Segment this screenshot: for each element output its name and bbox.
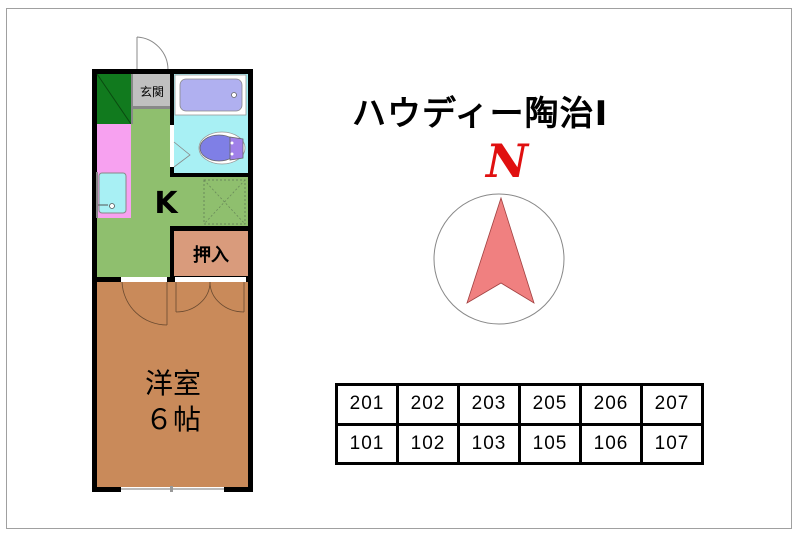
- unit-cell: 103: [460, 425, 518, 462]
- closet-label: 押入: [193, 245, 229, 266]
- unit-cell: 202: [399, 386, 457, 423]
- north-arrow-icon: [433, 193, 565, 325]
- unit-cell: 106: [582, 425, 640, 462]
- unit-cell: 107: [643, 425, 701, 462]
- washer-space: [203, 179, 246, 225]
- unit-cell: 101: [338, 425, 396, 462]
- unit-cell: 203: [460, 386, 518, 423]
- western-room-area: [97, 282, 248, 487]
- closet-area: [174, 231, 248, 276]
- unit-cell: 105: [521, 425, 579, 462]
- kitchen-label: K: [154, 186, 178, 221]
- unit-cell: 102: [399, 425, 457, 462]
- compass-n-label: N: [485, 134, 529, 188]
- entrance-door-icon: [136, 36, 169, 71]
- unit-cell: 205: [521, 386, 579, 423]
- western-room-label: 洋室: [144, 367, 201, 400]
- room-door-icon: [121, 281, 245, 326]
- bathtub: [179, 78, 243, 112]
- western-room-size: ６帖: [144, 403, 201, 436]
- entrance-label: 玄関: [139, 85, 164, 99]
- unit-cell: 206: [582, 386, 640, 423]
- unit-cell: 207: [643, 386, 701, 423]
- unit-number-table: 201 202 203 205 206 207 101 102 103 105 …: [335, 383, 704, 465]
- building-title: ハウディー陶治Ⅰ: [352, 94, 609, 134]
- sink: [98, 172, 127, 214]
- image-frame: [6, 8, 792, 529]
- entrance-area: [133, 74, 170, 108]
- unit-cell: 201: [338, 386, 396, 423]
